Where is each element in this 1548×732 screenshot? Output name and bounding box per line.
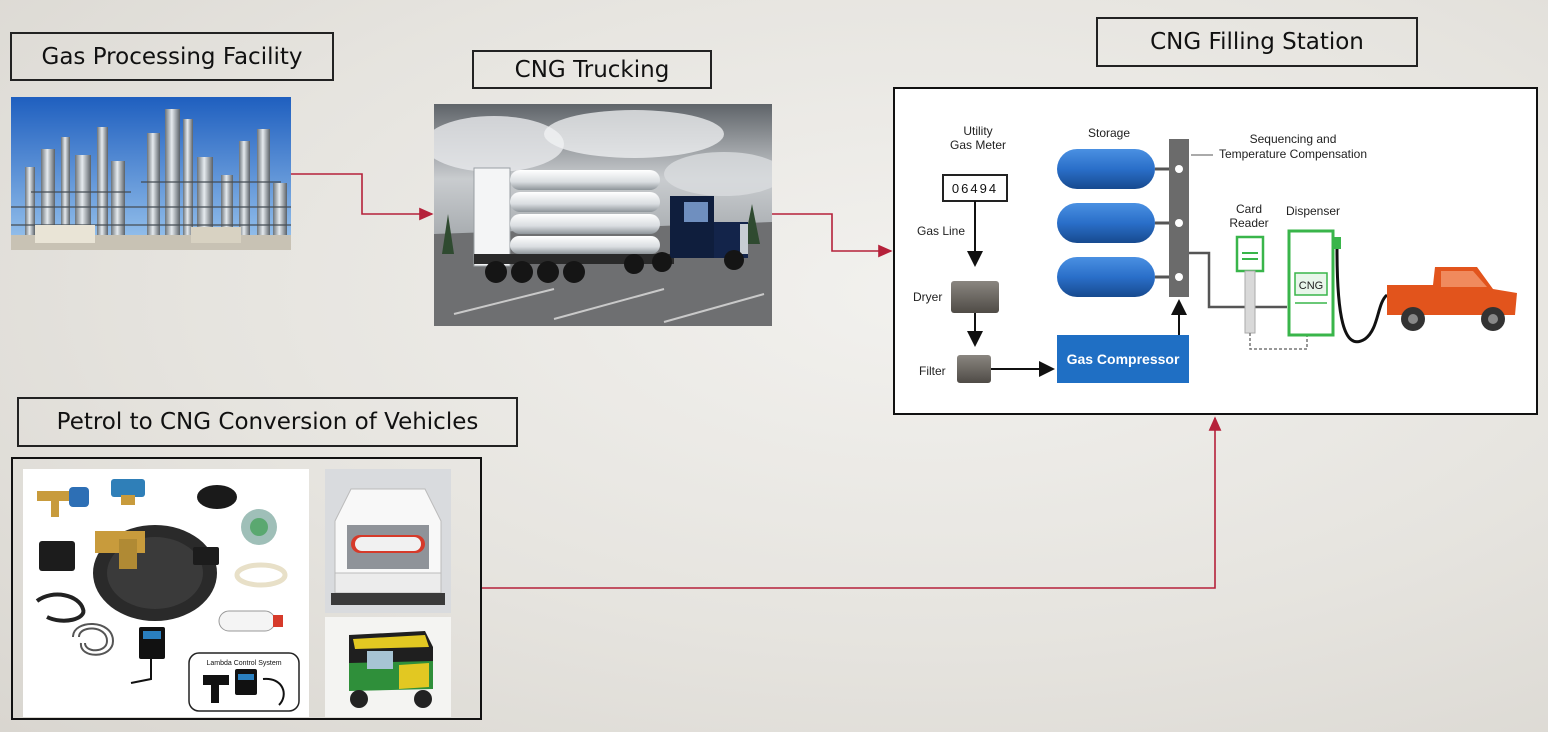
gas-processing-image [11, 97, 291, 250]
conversion-label: Petrol to CNG Conversion of Vehicles [17, 397, 518, 447]
connector-processing-to-trucking [291, 173, 434, 221]
gas-line-label: Gas Line [917, 224, 965, 238]
lambda-control-label: Lambda Control System [206, 660, 281, 667]
gas-processing-label: Gas Processing Facility [10, 32, 334, 81]
pickup-truck [1387, 267, 1517, 331]
cng-filling-station-label: CNG Filling Station [1096, 17, 1418, 67]
gas-compressor-box [1057, 335, 1189, 383]
storage-tank-3 [1057, 257, 1155, 297]
dryer-label: Dryer [913, 290, 942, 304]
connector-trucking-to-station [772, 213, 893, 258]
storage-tank-2 [1057, 203, 1155, 243]
storage-tank-1 [1057, 149, 1155, 189]
cng-autorickshaw-image [325, 617, 451, 717]
conversion-kit-image: Lambda Control System [23, 469, 309, 717]
gas-compressor-label: Gas Compressor [1067, 351, 1180, 367]
filter-box [957, 355, 991, 383]
dryer-box [951, 281, 999, 313]
refinery-illustration [11, 97, 291, 250]
conversion-frame: Lambda Control System [11, 457, 482, 720]
storage-label: Storage [1088, 126, 1130, 140]
car-cng-cylinder-image [325, 469, 451, 613]
sequencing-panel [1169, 139, 1189, 297]
cng-tube-trailer-truck [434, 104, 772, 326]
filter-label: Filter [919, 364, 946, 378]
connector-conversion-to-station [482, 416, 1222, 589]
dispenser-cng-tag: CNG [1299, 280, 1323, 292]
dispenser-label: Dispenser [1286, 204, 1340, 218]
gas-meter-reading: 06494 [952, 181, 998, 196]
cng-trucking-label: CNG Trucking [472, 50, 712, 89]
cng-truck-image [434, 104, 772, 326]
